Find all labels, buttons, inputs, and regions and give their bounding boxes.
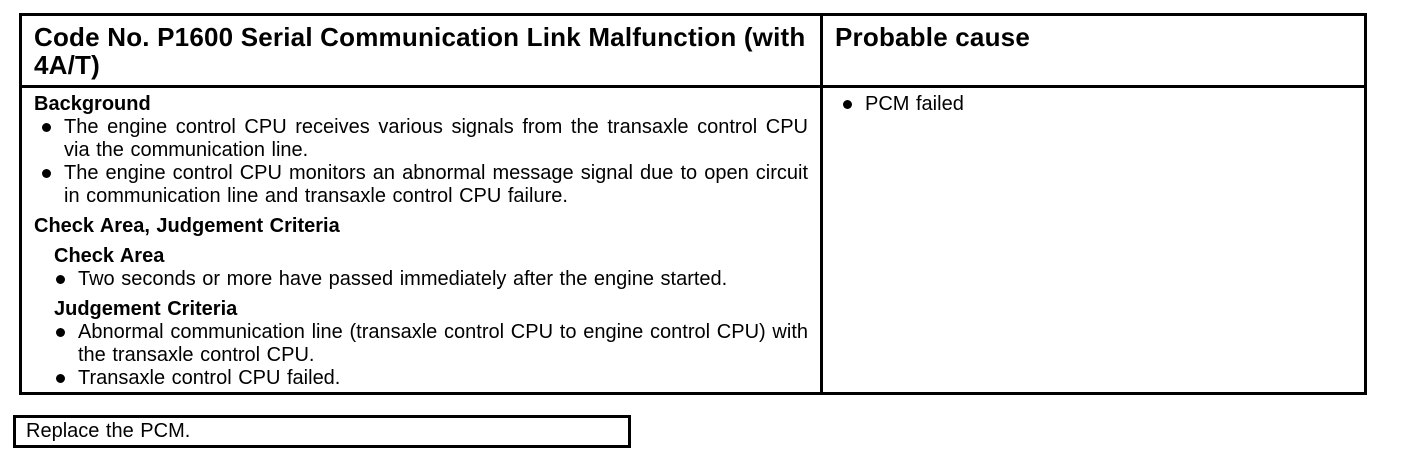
bullet-icon [42, 169, 51, 178]
background-item-text: The engine control CPU receives various … [64, 116, 808, 161]
dtc-description-cell: Background The engine control CPU receiv… [22, 88, 823, 392]
check-area-item: Two seconds or more have passed immediat… [34, 268, 808, 291]
background-item-text: The engine control CPU monitors an abnor… [64, 162, 808, 207]
check-area-item-text: Two seconds or more have passed immediat… [78, 268, 728, 290]
dtc-code-title: Code No. P1600 Serial Communication Link… [34, 22, 806, 80]
bullet-icon [56, 374, 65, 383]
bullet-icon [56, 328, 65, 337]
judgement-criteria-heading: Judgement Criteria [54, 298, 238, 320]
bullet-icon [843, 100, 852, 109]
dtc-table-header-row: Code No. P1600 Serial Communication Link… [22, 16, 1364, 88]
probable-cause-item: PCM failed [835, 93, 1352, 116]
check-judgement-heading: Check Area, Judgement Criteria [34, 215, 340, 237]
judgement-item: Abnormal communication line (transaxle c… [34, 321, 808, 367]
judgement-item-text: Transaxle control CPU failed. [78, 367, 341, 389]
bullet-icon [42, 123, 51, 132]
probable-cause-title: Probable cause [835, 22, 1030, 52]
action-box: Replace the PCM. [13, 415, 631, 448]
judgement-item-text: Abnormal communication line (transaxle c… [78, 321, 808, 366]
bullet-icon [56, 275, 65, 284]
background-item: The engine control CPU monitors an abnor… [34, 162, 808, 208]
background-item: The engine control CPU receives various … [34, 116, 808, 162]
check-area-heading: Check Area [54, 245, 165, 267]
action-box-text: Replace the PCM. [26, 420, 191, 442]
probable-cause-cell: PCM failed [823, 88, 1364, 392]
judgement-item: Transaxle control CPU failed. [34, 367, 808, 390]
dtc-table-body-row: Background The engine control CPU receiv… [22, 88, 1364, 392]
dtc-table: Code No. P1600 Serial Communication Link… [19, 13, 1367, 395]
dtc-code-header-cell: Code No. P1600 Serial Communication Link… [22, 16, 823, 85]
probable-cause-header-cell: Probable cause [823, 16, 1364, 85]
background-heading: Background [34, 93, 151, 115]
probable-cause-item-text: PCM failed [865, 93, 964, 115]
